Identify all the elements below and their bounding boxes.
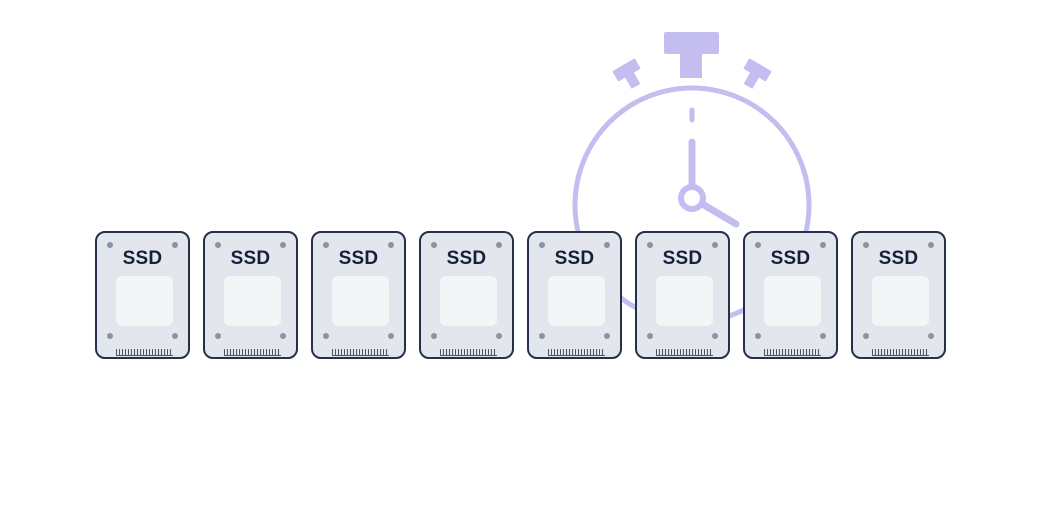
ssd-chip <box>224 276 281 326</box>
screw-icon <box>496 242 502 248</box>
screw-icon <box>863 242 869 248</box>
screw-icon <box>820 242 826 248</box>
ssd-label: SSD <box>662 248 703 269</box>
screw-icon <box>712 242 718 248</box>
screw-icon <box>388 333 394 339</box>
ssd-row: SSD SSD SSD SSD <box>95 231 955 361</box>
ssd-chip <box>548 276 605 326</box>
ssd-label: SSD <box>122 248 163 269</box>
ssd-chip <box>116 276 173 326</box>
ssd-drive: SSD <box>851 231 946 359</box>
screw-icon <box>928 333 934 339</box>
screw-icon <box>431 333 437 339</box>
ssd-connector <box>548 349 605 356</box>
screw-icon <box>863 333 869 339</box>
ssd-chip <box>656 276 713 326</box>
ssd-connector <box>224 349 281 356</box>
ssd-label: SSD <box>446 248 487 269</box>
ssd-drive: SSD <box>419 231 514 359</box>
ssd-chip <box>440 276 497 326</box>
ssd-chip <box>764 276 821 326</box>
ssd-drive: SSD <box>203 231 298 359</box>
screw-icon <box>323 333 329 339</box>
screw-icon <box>820 333 826 339</box>
ssd-label: SSD <box>554 248 595 269</box>
screw-icon <box>280 333 286 339</box>
ssd-drive: SSD <box>635 231 730 359</box>
stopwatch-hour-hand <box>700 201 740 228</box>
screw-icon <box>215 333 221 339</box>
stopwatch-pivot <box>678 184 706 212</box>
ssd-connector <box>440 349 497 356</box>
ssd-drive: SSD <box>311 231 406 359</box>
ssd-label: SSD <box>338 248 379 269</box>
screw-icon <box>604 333 610 339</box>
stopwatch-crown <box>664 32 719 54</box>
screw-icon <box>604 242 610 248</box>
ssd-drive: SSD <box>527 231 622 359</box>
ssd-connector <box>764 349 821 356</box>
screw-icon <box>647 333 653 339</box>
screw-icon <box>388 242 394 248</box>
screw-icon <box>323 242 329 248</box>
ssd-connector <box>656 349 713 356</box>
screw-icon <box>496 333 502 339</box>
ssd-drive: SSD <box>743 231 838 359</box>
ssd-drive: SSD <box>95 231 190 359</box>
screw-icon <box>107 242 113 248</box>
screw-icon <box>755 333 761 339</box>
screw-icon <box>539 242 545 248</box>
ssd-connector <box>116 349 173 356</box>
screw-icon <box>928 242 934 248</box>
screw-icon <box>647 242 653 248</box>
screw-icon <box>712 333 718 339</box>
ssd-label: SSD <box>770 248 811 269</box>
ssd-chip <box>872 276 929 326</box>
screw-icon <box>172 242 178 248</box>
screw-icon <box>107 333 113 339</box>
screw-icon <box>755 242 761 248</box>
ssd-chip <box>332 276 389 326</box>
stopwatch-stem <box>680 50 702 78</box>
screw-icon <box>215 242 221 248</box>
screw-icon <box>172 333 178 339</box>
screw-icon <box>539 333 545 339</box>
ssd-connector <box>872 349 929 356</box>
screw-icon <box>431 242 437 248</box>
screw-icon <box>280 242 286 248</box>
ssd-connector <box>332 349 389 356</box>
ssd-label: SSD <box>230 248 271 269</box>
ssd-label: SSD <box>878 248 919 269</box>
